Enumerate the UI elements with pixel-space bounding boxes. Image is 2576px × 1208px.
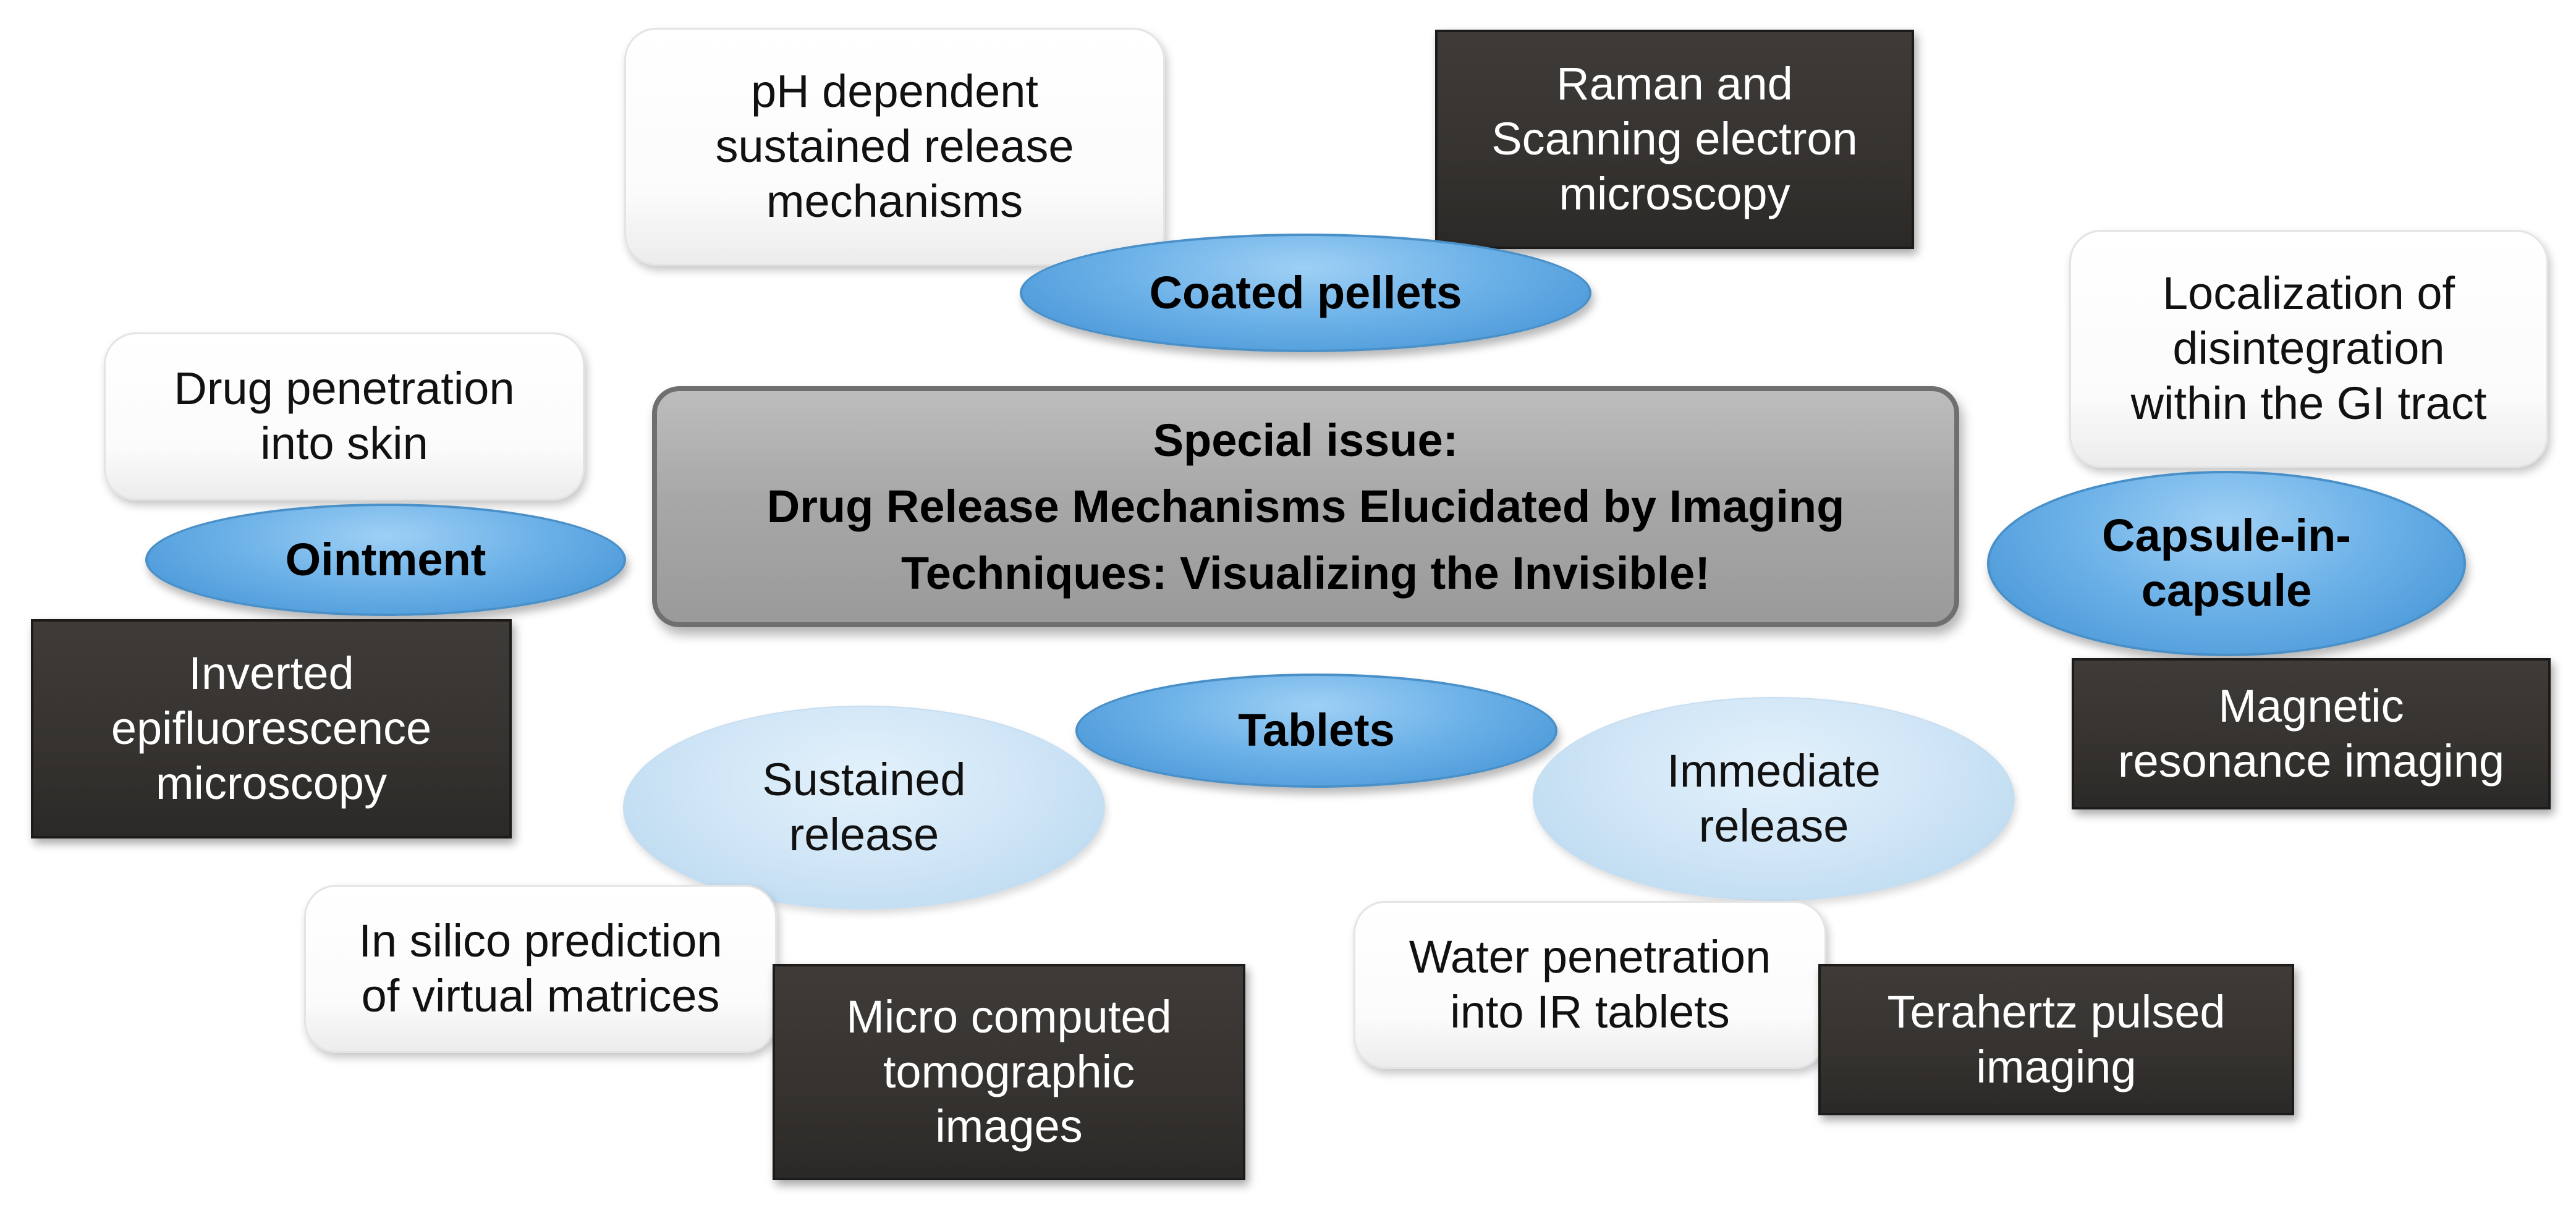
capsule-in-capsule-ellipse: Capsule-in- capsule xyxy=(1987,471,2466,656)
capsule-in-capsule-technique-box: Magnetic resonance imaging xyxy=(2072,658,2551,809)
immediate-release-technique-box: Terahertz pulsed imaging xyxy=(1818,964,2294,1115)
immediate-release-mechanism-box: Water penetration into IR tablets xyxy=(1354,901,1826,1069)
special-issue-line-3: Techniques: Visualizing the Invisible! xyxy=(901,547,1710,599)
ointment-technique-box: Inverted epifluorescence microscopy xyxy=(31,619,512,838)
ointment-mechanism-box: Drug penetration into skin xyxy=(104,332,585,501)
sustained-release-mechanism-box: In silico prediction of virtual matrices xyxy=(304,885,777,1053)
ointment-ellipse: Ointment xyxy=(145,504,626,616)
sustained-release-technique-box: Micro computed tomographic images xyxy=(773,964,1245,1180)
sustained-release-ellipse: Sustained release xyxy=(623,706,1105,910)
capsule-in-capsule-mechanism-box: Localization of disintegration within th… xyxy=(2069,230,2548,468)
coated-pellets-mechanism-box: pH dependent sustained release mechanism… xyxy=(624,28,1165,266)
coated-pellets-ellipse: Coated pellets xyxy=(1020,234,1591,352)
special-issue-title-box: Special issue: Drug Release Mechanisms E… xyxy=(652,386,1959,627)
coated-pellets-technique-box: Raman and Scanning electron microscopy xyxy=(1435,30,1914,249)
immediate-release-ellipse: Immediate release xyxy=(1533,697,2015,901)
special-issue-line-2: Drug Release Mechanisms Elucidated by Im… xyxy=(766,481,1845,533)
special-issue-line-1: Special issue: xyxy=(1153,415,1459,467)
tablets-ellipse: Tablets xyxy=(1075,674,1557,788)
